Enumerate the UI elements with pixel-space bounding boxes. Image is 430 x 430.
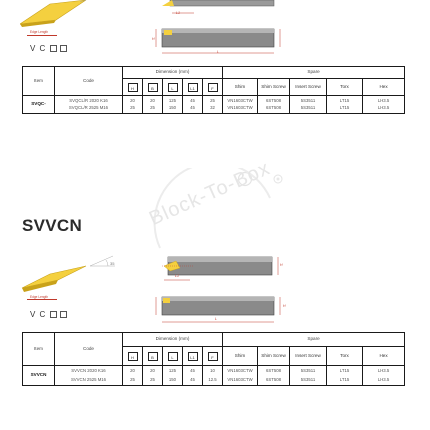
edge-length-line	[27, 299, 57, 300]
dim-l-label: L	[217, 50, 219, 54]
section-title: SVVCN	[22, 216, 83, 235]
tool-top-view-drawing	[162, 256, 279, 281]
spare-header: Spare	[222, 66, 406, 79]
model-cell: SVQC-	[22, 95, 55, 114]
insert-rhombus-icon	[21, 255, 115, 292]
item-header: Item	[22, 66, 55, 96]
dimension-header: Dimension (mm)	[121, 66, 224, 79]
col-hex: Hex	[362, 78, 406, 96]
spec-table-top: Item Code Dimension (mm) Spare H B L L1 …	[22, 66, 406, 114]
vc-checkbox-2	[60, 311, 67, 318]
col-h: H	[122, 346, 143, 366]
table-row: SVVCN SVVCN 2020 K16 20 20 125 45 10 VN1…	[22, 365, 406, 386]
item-header: Item	[22, 332, 55, 366]
angle-label: 35	[110, 261, 115, 266]
code-header: Code	[54, 66, 123, 96]
dim-l-label: L	[215, 317, 217, 321]
vc-label: V C	[30, 310, 47, 319]
watermark-logo	[153, 168, 283, 249]
col-l: L	[162, 78, 183, 96]
code-header: Code	[54, 332, 123, 366]
insert-rhombus-icon	[20, 0, 87, 27]
col-shim: Shim	[222, 346, 259, 366]
spec-table-bottom: Item Code Dimension (mm) Spare H B L L1 …	[22, 332, 406, 386]
edge-length-label: Edge Length	[30, 295, 49, 299]
col-l: L	[162, 346, 183, 366]
col-b: B	[142, 346, 163, 366]
dim-l1-label: L1	[176, 11, 180, 15]
col-torx: Torx	[326, 78, 364, 96]
edge-length-label: Edge Length	[30, 30, 49, 34]
col-l1: L1	[182, 346, 203, 366]
dim-h-label: H	[152, 37, 155, 41]
vc-label: V C	[30, 44, 47, 53]
vc-checkbox-2	[60, 45, 67, 52]
dim-h2-label: H	[283, 304, 286, 308]
dim-h-label: H	[280, 263, 283, 267]
col-shim-screw: Shim Screw	[257, 78, 291, 96]
dimension-header: Dimension (mm)	[121, 332, 224, 347]
spare-header: Spare	[222, 332, 406, 347]
col-l1: L1	[182, 78, 203, 96]
tool-top-view-drawing	[162, 0, 275, 14]
col-hex: Hex	[362, 346, 406, 366]
tool-front-view-drawing	[155, 296, 281, 323]
table-row: SVQCL/R 2525 M16 25 25 150 45 32 VN1603C…	[23, 104, 406, 114]
tool-front-view-drawing	[155, 28, 281, 54]
col-b: B	[142, 78, 163, 96]
col-shim-screw: Shim Screw	[257, 346, 291, 366]
col-f: F	[201, 78, 224, 96]
dim-l1-label: L1	[175, 274, 179, 278]
table-row: SVVCN 2525 M16 25 25 150 45 12.5 VN1603C…	[23, 375, 406, 386]
col-insert-screw: Insert Screw	[289, 346, 328, 366]
col-f: F	[201, 346, 224, 366]
table-row: SVQC- SVQCL/R 2020 K16 20 20 125 45 25 V…	[22, 95, 406, 114]
col-insert-screw: Insert Screw	[289, 78, 328, 96]
edge-length-line	[27, 35, 57, 36]
vc-checkbox-1	[50, 45, 57, 52]
col-h: H	[122, 78, 143, 96]
vc-checkbox-1	[50, 311, 57, 318]
col-shim: Shim	[222, 78, 259, 96]
col-torx: Torx	[326, 346, 364, 366]
model-cell: SVVCN	[22, 365, 55, 386]
